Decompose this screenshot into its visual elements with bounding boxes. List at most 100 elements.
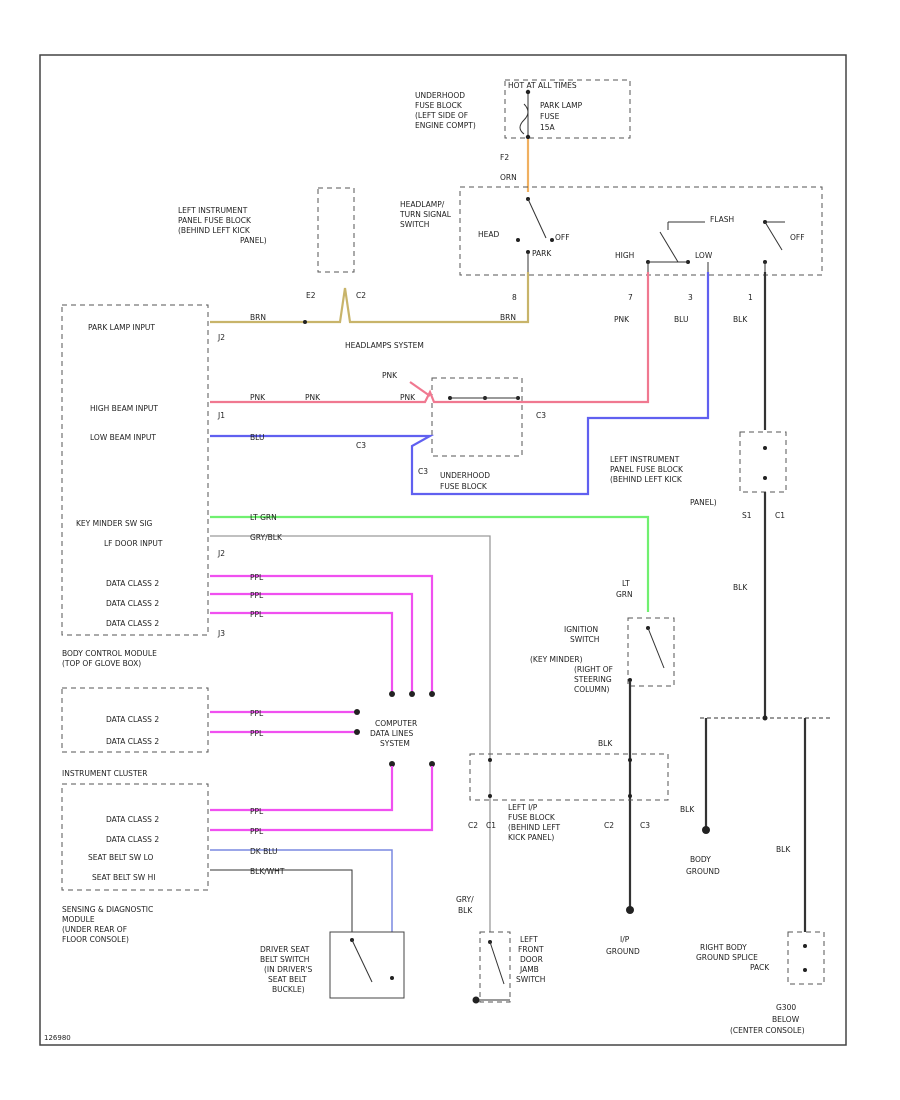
switch-contact-icon [390,976,394,980]
fuse-block-outline [317,187,355,273]
wire-label: PPL [250,807,264,816]
cluster-title: INSTRUMENT CLUSTER [62,769,147,778]
fuse-element-icon [519,103,529,135]
data-class-module: DATA CLASS 2 DATA CLASS 2 [61,687,209,753]
pin-label: C2 [356,291,366,300]
ground-label: GROUND [606,947,640,956]
underhood-fuse-label: UNDERHOOD [440,471,490,480]
wire-ppl [210,611,394,692]
left-front-door-jamb-switch: LEFT FRONT DOOR JAMB SWITCH [472,931,545,1004]
wire-blk-wht [210,869,353,932]
sensing-diagnostic-module-label: SENSING & DIAGNOSTIC MODULE (UNDER REAR … [62,905,153,944]
wire-ppl [210,574,434,692]
fuse-block-label: KICK PANEL) [508,833,554,842]
switch-contact-icon [550,238,554,242]
fuse-block-label: (BEHIND LEFT KICK [178,226,251,235]
ground-label: RIGHT BODY [700,943,747,952]
switch-position: OFF [790,233,805,242]
pin-label: C1 [486,821,496,830]
splice-icon [628,794,632,798]
ignition-label: (KEY MINDER) [530,655,583,664]
wire-blu [210,272,710,496]
splice-icon [762,715,768,721]
connector-icon [389,691,395,697]
wire-label: ORN [500,173,517,182]
wire-label: PPL [250,573,264,582]
fuse-block-label: (BEHIND LEFT [508,823,561,832]
wire-pnk-branch [409,381,431,397]
wire-label: LT GRN [250,513,277,522]
ground-label: GROUND SPLICE [696,953,758,962]
computer-data-label: SYSTEM [380,739,410,748]
door-switch-label: SWITCH [516,975,545,984]
pin-label: 8 [512,293,517,302]
bcm-input-label: DATA CLASS 2 [106,599,159,608]
module-data-label: DATA CLASS 2 [106,737,159,746]
cluster-outline [61,783,209,891]
door-switch-label: LEFT [520,935,538,944]
fuse-box-outline [504,79,631,139]
ground-label: PACK [750,963,770,972]
left-ip-fuse-block-right: LEFT INSTRUMENT PANEL FUSE BLOCK (BEHIND… [610,431,787,520]
pin-label: C2 [604,821,614,830]
ignition-label: (RIGHT OF [574,665,613,674]
connector-icon [429,761,435,767]
fuse-terminal-icon [525,89,531,95]
driver-seat-belt-switch: DRIVER SEAT BELT SWITCH (IN DRIVER'S SEA… [260,931,405,999]
bcm-outline [61,304,209,636]
pin-label: C3 [640,821,650,830]
fuse-location: UNDERHOOD [415,91,465,100]
fuse-block-label: FUSE BLOCK [508,813,556,822]
left-ip-fuse-block-top: LEFT INSTRUMENT PANEL FUSE BLOCK (BEHIND… [178,187,366,300]
wire-label: PPL [250,610,264,619]
splice-pack-outline [787,931,825,985]
fuse-block-label: PANEL FUSE BLOCK [610,465,684,474]
pin-label: C3 [536,411,546,420]
computer-data-label: COMPUTER [375,719,417,728]
splice-icon [628,758,632,762]
cluster-input-label: DATA CLASS 2 [106,835,159,844]
wire-label: BLK [733,583,748,592]
ground-label: I/P [620,935,630,944]
bcm-input-label: PARK LAMP INPUT [88,323,155,332]
switch-blade-icon [351,939,373,983]
wire-label: BLK [776,845,791,854]
splice-icon [803,944,807,948]
pin-label: C3 [356,441,366,450]
bcm-name: (TOP OF GLOVE BOX) [62,659,141,668]
module-data-label: DATA CLASS 2 [106,715,159,724]
hot-at-all-times-label: HOT AT ALL TIMES [508,81,577,90]
wire-label: PPL [250,729,264,738]
door-switch-label: JAMB [519,965,539,974]
body-control-module: PARK LAMP INPUT J2 HIGH BEAM INPUT J1 LO… [61,304,225,668]
wire-label: BLU [250,433,264,442]
underhood-fuse-park-lamp: HOT AT ALL TIMES PARK LAMP FUSE 15A UNDE… [415,79,631,140]
pin-label: J2 [217,549,225,558]
ignition-switch: IGNITION SWITCH (KEY MINDER) (RIGHT OF S… [530,617,675,694]
switch-name: TURN SIGNAL [399,210,452,219]
fuse-name: PARK LAMP [540,101,583,110]
wire-label: PPL [250,591,264,600]
pin-label: C1 [775,511,785,520]
switch-blade-icon [659,231,679,263]
splice-icon [763,446,767,450]
fuse-location: (LEFT SIDE OF [415,111,468,120]
seat-switch-label: SEAT BELT [268,975,307,984]
wire-label: PPL [250,827,264,836]
wire-lt-grn [210,515,650,612]
switch-position: FLASH [710,215,734,224]
wire-ppl [210,766,434,832]
wire-label: PPL [250,709,264,718]
sdm-label: (UNDER REAR OF [62,925,127,934]
switch-position: PARK [532,249,552,258]
fuse-block-label: LEFT I/P [508,803,538,812]
switch-position: HEAD [478,230,500,239]
fuse-terminal-icon [525,134,531,140]
pin-label: 1 [748,293,753,302]
ignition-label: COLUMN) [574,685,610,694]
wire-label: BLU [674,315,688,324]
connector-icon [354,729,360,735]
ground-location: BELOW [772,1015,800,1024]
splice-icon [803,968,807,972]
